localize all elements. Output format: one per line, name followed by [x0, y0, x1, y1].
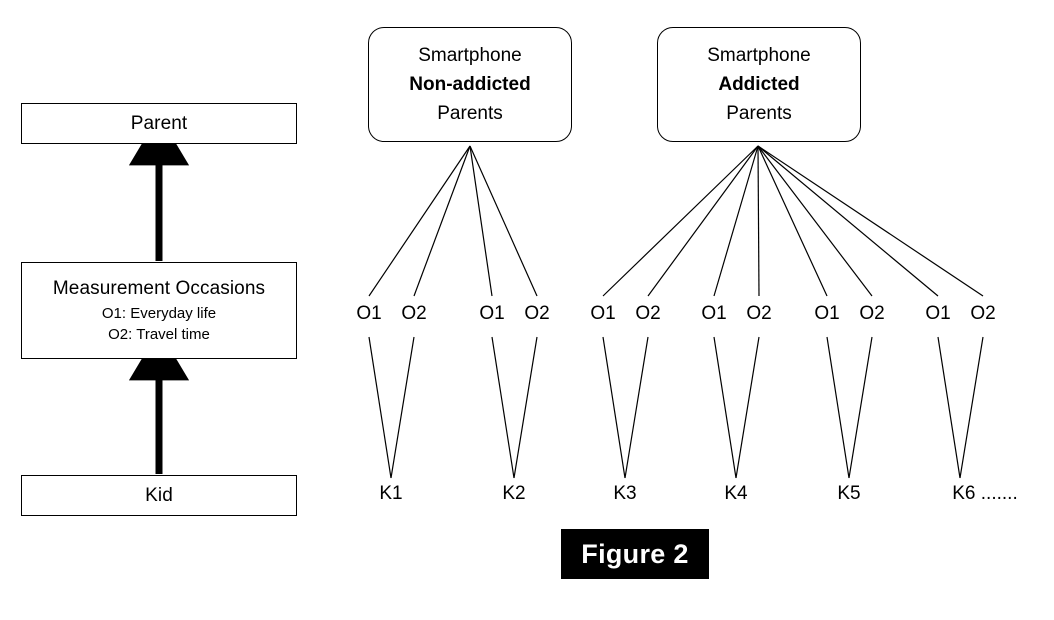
occasion-node-k3-o2: O2 — [635, 303, 661, 324]
occasion-node-k1-o1: O1 — [356, 303, 382, 324]
group-box-non-addicted-parents: Smartphone Non-addicted Parents — [368, 27, 572, 142]
kid-node-k1: K1 — [379, 483, 403, 504]
occasion-node-k4-o2: O2 — [746, 303, 772, 324]
kid-node-k6: K6 ....... — [952, 483, 1018, 504]
group-box-addicted-line2: Addicted — [718, 74, 800, 95]
occasion-node-k6-o2: O2 — [970, 303, 996, 324]
level-box-kid-label: Kid — [145, 484, 173, 506]
measurement-occasion-1-description: O1: Everyday life — [101, 304, 217, 322]
kid-node-k5: K5 — [837, 483, 861, 504]
occasion-node-k3-o1: O1 — [590, 303, 616, 324]
measurement-occasion-2-description: O2: Travel time — [108, 325, 210, 343]
occasion-node-k2-o1: O1 — [479, 303, 505, 324]
kid-node-k2: K2 — [502, 483, 526, 504]
edges-nonaddicted-to-occasions — [368, 145, 538, 297]
occasion-node-k5-o2: O2 — [859, 303, 885, 324]
occasion-node-k6-o1: O1 — [925, 303, 951, 324]
group-box-addicted-line3: Parents — [726, 103, 792, 124]
level-box-measurement-occasions: Measurement Occasions O1: Everyday life … — [21, 262, 297, 359]
level-box-kid: Kid — [21, 475, 297, 516]
level-box-parent: Parent — [21, 103, 297, 144]
occasion-node-k4-o1: O1 — [701, 303, 727, 324]
level-box-parent-label: Parent — [130, 112, 188, 134]
figure-caption: Figure 2 — [561, 529, 709, 579]
kid-node-k4: K4 — [724, 483, 748, 504]
group-box-addicted-parents: Smartphone Addicted Parents — [657, 27, 861, 142]
edges-occasions-to-kids — [368, 336, 984, 479]
occasion-node-k5-o1: O1 — [814, 303, 840, 324]
group-box-non-addicted-line2: Non-addicted — [409, 74, 531, 95]
group-box-addicted-line1: Smartphone — [707, 45, 811, 66]
level-box-measurement-occasions-label: Measurement Occasions — [52, 277, 266, 299]
kid-node-k3: K3 — [613, 483, 637, 504]
occasion-node-k2-o2: O2 — [524, 303, 550, 324]
group-box-non-addicted-line3: Parents — [437, 103, 503, 124]
occasion-node-k1-o2: O2 — [401, 303, 427, 324]
group-box-non-addicted-line1: Smartphone — [418, 45, 522, 66]
edges-addicted-to-occasions — [602, 145, 984, 297]
